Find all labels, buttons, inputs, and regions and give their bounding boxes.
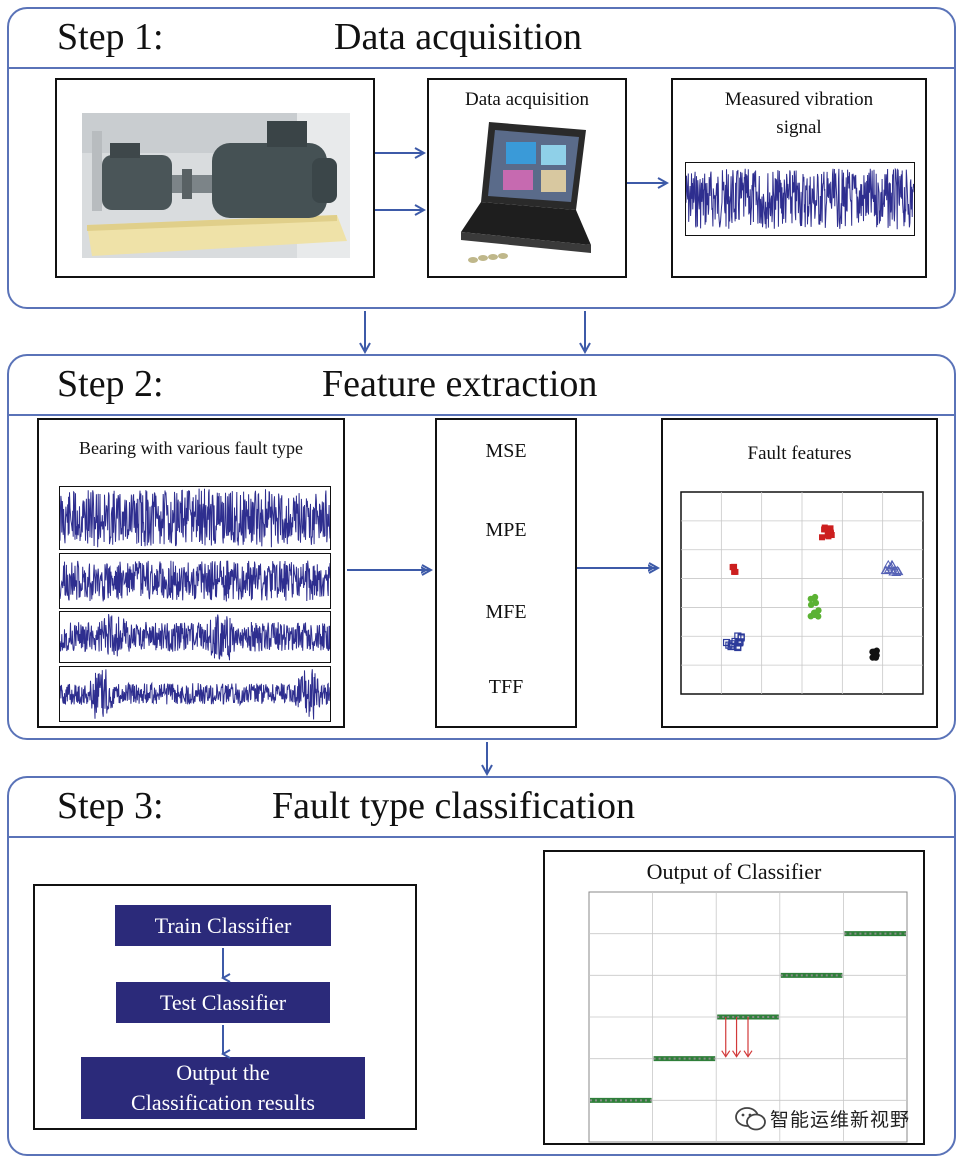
waveform-trace [60, 560, 330, 602]
scatter-point [815, 607, 822, 614]
output-results-step: Output the Classification results [81, 1057, 365, 1119]
scatter-point [732, 568, 739, 575]
bearing-box: Bearing with various fault type [37, 418, 345, 728]
step1-arrows [0, 0, 965, 360]
waveform-trace [60, 614, 330, 661]
scatter-point [880, 565, 891, 574]
step1-title: Data acquisition [334, 16, 582, 58]
fault-features-scatter [680, 491, 924, 695]
measured-signal-wave [686, 167, 914, 230]
output-results-line1: Output the [176, 1060, 270, 1085]
step2-title: Feature extraction [322, 363, 598, 405]
scatter-point [893, 566, 904, 576]
test-classifier-label: Test Classifier [159, 989, 287, 1015]
scatter-point [883, 559, 894, 569]
bearing-wave-panel-3 [59, 611, 331, 663]
step3-number: Step 3: [57, 785, 164, 827]
classifier-pipeline-box: Train Classifier Test Classifier Output … [33, 884, 417, 1130]
signal-label-line2: signal [776, 117, 822, 138]
fault-features-label: Fault features [747, 443, 852, 464]
step1-number: Step 1: [57, 16, 164, 58]
wechat-icon [735, 1107, 766, 1131]
signal-label-line1: Measured vibration [724, 89, 874, 110]
step3-title: Fault type classification [272, 785, 636, 827]
scatter-point [722, 638, 731, 647]
scatter-point [731, 637, 739, 646]
step3-header: Step 3: Fault type classification [9, 778, 954, 838]
step2-header: Step 2: Feature extraction [9, 356, 954, 416]
feature-list-box: MSE MPE MFE TFF [435, 418, 577, 728]
laptop-icon [461, 122, 591, 263]
feature-mpe: MPE [485, 519, 527, 541]
scatter-point [869, 648, 876, 656]
pipeline-arrows [35, 948, 419, 1132]
scatter-point [819, 534, 826, 541]
scatter-point [827, 525, 834, 532]
scatter-point [886, 562, 896, 571]
classifier-output-plot [588, 891, 908, 1143]
misclassified-marker [721, 1050, 731, 1058]
misclassified-marker [732, 1050, 742, 1058]
test-rig-box [55, 78, 375, 278]
test-classifier-step: Test Classifier [116, 982, 330, 1023]
bearing-wave-panel-2 [59, 553, 331, 609]
scatter-point [729, 564, 736, 571]
scatter-point [812, 599, 820, 607]
scatter-point [814, 613, 822, 620]
classifier-output-box: Output of Classifier [543, 850, 925, 1145]
bearing-label: Bearing with various fault type [79, 438, 303, 458]
scatter-point [890, 565, 900, 574]
bearing-wave-panel-4 [59, 666, 331, 722]
scatter-point [737, 633, 745, 641]
misclassified-marker [743, 1050, 753, 1058]
waveform-trace [60, 669, 330, 720]
bearing-wave-panel-1 [59, 486, 331, 550]
acquisition-box: Data acquisition [427, 78, 627, 278]
classifier-output-label: Output of Classifier [646, 859, 822, 884]
bearing-wave-2 [60, 560, 330, 602]
bearing-wave-4 [60, 669, 330, 720]
scatter-point [821, 526, 828, 533]
waveform-trace [60, 488, 330, 548]
scatter-point [888, 566, 899, 576]
fault-features-box: Fault features [661, 418, 938, 728]
waveform-trace [686, 167, 914, 230]
measured-signal-plot [685, 162, 915, 236]
scatter-point [828, 532, 835, 539]
step1-header: Step 1: Data acquisition [9, 9, 954, 69]
scatter-point [807, 595, 815, 603]
acquisition-label: Data acquisition [465, 89, 589, 110]
train-classifier-step: Train Classifier [115, 905, 331, 946]
signal-box: Measured vibration signal [671, 78, 927, 278]
output-results-line2: Classification results [131, 1090, 315, 1115]
test-rig-photo [82, 113, 350, 258]
feature-mse: MSE [485, 440, 527, 462]
watermark-text: 智能运维新视野 [770, 1109, 911, 1131]
bearing-wave-1 [60, 488, 330, 548]
scatter-point [887, 560, 898, 570]
bearing-wave-3 [60, 614, 330, 661]
feature-tff: TFF [488, 676, 524, 698]
feature-mfe: MFE [485, 601, 527, 623]
step2-number: Step 2: [57, 363, 164, 405]
